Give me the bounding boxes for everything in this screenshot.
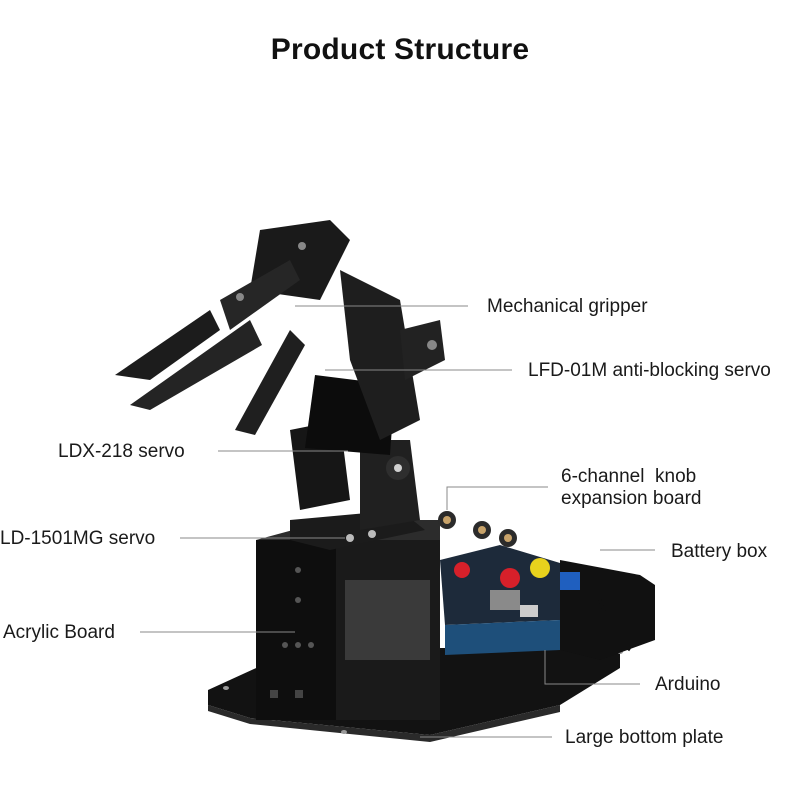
label-battery-box: Battery box (671, 541, 768, 562)
label-knob-board-line1: 6-channel knob (561, 466, 697, 487)
label-lfd01m-servo: LFD-01M anti-blocking servo (528, 360, 771, 381)
page-title: Product Structure (270, 33, 530, 66)
label-ld1501mg-servo: LD-1501MG servo (0, 528, 156, 549)
battery-box (560, 560, 655, 660)
label-bottom-plate: Large bottom plate (565, 727, 724, 748)
label-acrylic-board: Acrylic Board (3, 622, 115, 643)
label-mechanical-gripper: Mechanical gripper (487, 296, 648, 317)
mechanical-gripper (115, 220, 350, 435)
leader-knob (446, 486, 548, 510)
label-knob-board-line2: expansion board (561, 488, 702, 509)
label-ldx218-servo: LDX-218 servo (58, 441, 185, 462)
knob-board (438, 511, 580, 590)
acrylic-base (256, 520, 440, 720)
leader-arduino (544, 650, 640, 685)
label-arduino: Arduino (655, 674, 721, 695)
lfd01m-servo (340, 270, 445, 440)
